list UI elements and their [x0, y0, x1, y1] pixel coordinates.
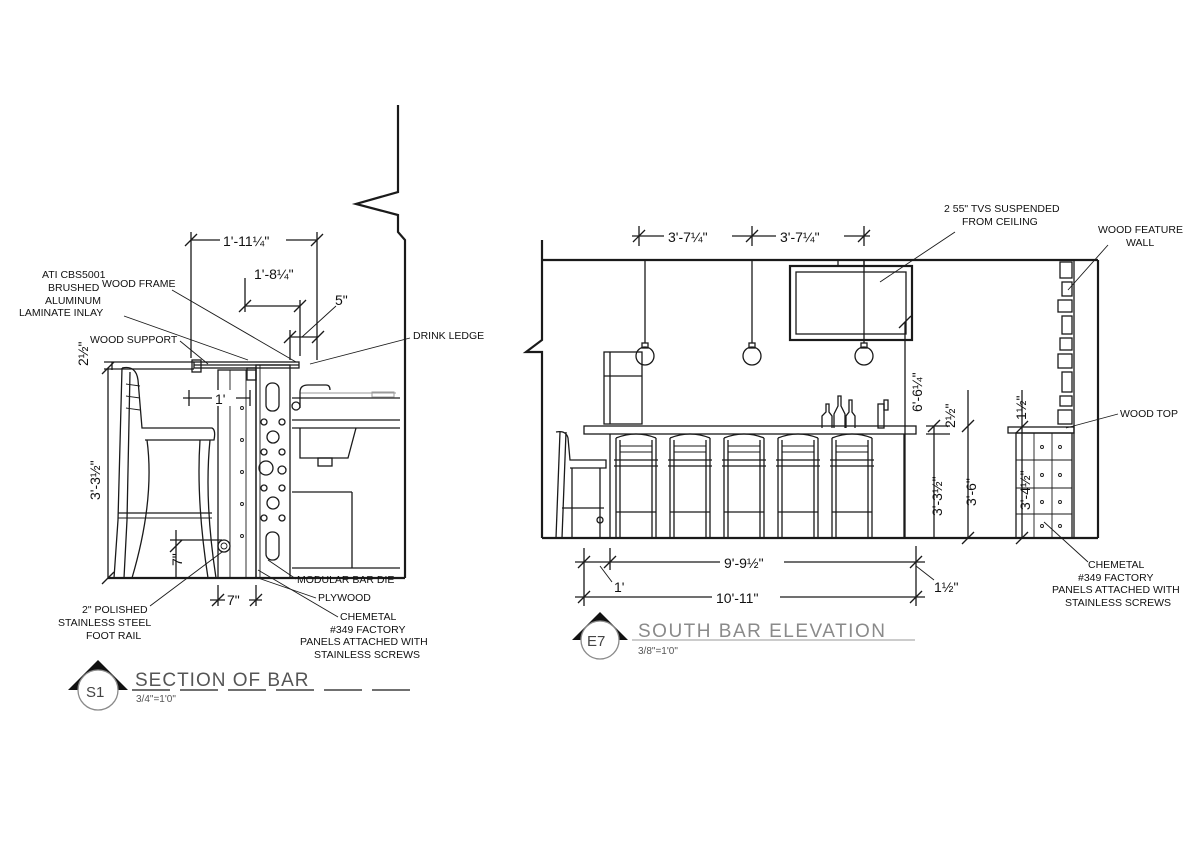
bottles: [821, 395, 889, 429]
left-wall-break: [522, 240, 544, 538]
label-wood-top: WOOD TOP: [1120, 408, 1178, 420]
elevation-dimensions: 3'-7¼" 3'-7¼" 6'-6¼" 2½" 3'-3½" 3'-6" 1½…: [575, 226, 1033, 606]
label-tvs-2: FROM CEILING: [962, 216, 1038, 228]
label-chemetal-4: STAINLESS SCREWS: [314, 649, 420, 661]
dim-height: 3'-3½": [87, 460, 103, 500]
elevation-marker: E7: [587, 633, 605, 650]
dim-top-thickness: 2½": [75, 342, 91, 366]
dim-total-length: 10'-11": [716, 590, 758, 606]
label-wall-2: WALL: [1126, 237, 1154, 249]
section-scale: 3/4"=1'0": [136, 694, 176, 705]
label-rail-1: 2" POLISHED: [82, 604, 148, 616]
dim-bar-length: 9'-9½": [724, 555, 764, 571]
bar-stool: [722, 433, 766, 538]
elevation-labels: 2 55" TVS SUSPENDED FROM CEILING WOOD FE…: [944, 203, 1183, 609]
dim-pendant-left: 3'-7¼": [668, 229, 708, 245]
dim-overhang: 1': [215, 391, 225, 407]
section-of-bar: 1'-11¼" 1'-8¼" 5" 1' 2½": [19, 105, 484, 711]
label-e-chemetal-2: #349 FACTORY: [1078, 572, 1153, 584]
label-chemetal-2: #349 FACTORY: [330, 624, 405, 636]
dim-counter-height: 3'-6": [963, 478, 979, 506]
dim-counter-body: 3'-4½": [1017, 470, 1033, 510]
label-inlay-1: ATI CBS5001: [42, 269, 106, 281]
back-counter: [291, 384, 400, 569]
label-inlay-3: ALUMINUM: [45, 295, 101, 307]
dim-bar-height: 3'-3½": [929, 476, 945, 516]
label-e-chemetal-4: STAINLESS SCREWS: [1065, 597, 1171, 609]
bar-stool: [668, 433, 712, 538]
dim-top-width: 1'-8¼": [254, 266, 294, 282]
elevation-stools: [614, 433, 874, 538]
bar-stool: [830, 433, 874, 538]
dim-return-right: 1½": [934, 579, 958, 595]
wall-break-line: [351, 105, 407, 578]
label-tvs-1: 2 55" TVS SUSPENDED: [944, 203, 1060, 215]
label-inlay-2: BRUSHED: [48, 282, 100, 294]
elevation-title-block: E7 SOUTH BAR ELEVATION 3/8"=1'0": [572, 612, 915, 660]
label-wood-frame: WOOD FRAME: [102, 278, 176, 290]
dim-ledge: 5": [335, 292, 348, 308]
label-rail-3: FOOT RAIL: [86, 630, 141, 642]
bar-stool-side: [113, 366, 217, 579]
tv-screen: [788, 260, 914, 342]
dim-bar-top-thickness: 2½": [942, 404, 958, 428]
right-counter: [1007, 426, 1075, 539]
label-bar-die: MODULAR BAR DIE: [297, 574, 394, 586]
bar-counter: [583, 425, 917, 538]
label-chemetal-3: PANELS ATTACHED WITH: [300, 636, 428, 648]
section-leaders: [123, 289, 411, 618]
label-wood-support: WOOD SUPPORT: [90, 334, 178, 346]
section-title: SECTION OF BAR: [135, 670, 309, 691]
section-marker: S1: [86, 684, 104, 701]
wood-feature-wall: [1057, 261, 1073, 425]
label-drink-ledge: DRINK LEDGE: [413, 330, 484, 342]
label-inlay-4: LAMINATE INLAY: [19, 307, 103, 319]
south-bar-elevation: 3'-7¼" 3'-7¼" 6'-6¼" 2½" 3'-3½" 3'-6" 1½…: [522, 203, 1183, 660]
label-chemetal-1: CHEMETAL: [340, 611, 397, 623]
elevation-title: SOUTH BAR ELEVATION: [638, 621, 886, 642]
dim-overall-width: 1'-11¼": [223, 233, 269, 249]
dim-rail-offset: 7": [227, 592, 240, 608]
section-title-block: S1 SECTION OF BAR 3/4"=1'0": [68, 660, 415, 711]
foot-rail: [217, 539, 231, 553]
label-e-chemetal-1: CHEMETAL: [1088, 559, 1145, 571]
bar-die: [217, 364, 291, 579]
bar-stool: [776, 433, 820, 538]
dim-rail-height: 7": [169, 553, 185, 566]
label-e-chemetal-3: PANELS ATTACHED WITH: [1052, 584, 1180, 596]
end-stool: [555, 430, 607, 539]
elevation-leaders: [879, 231, 1119, 563]
label-rail-2: STAINLESS STEEL: [58, 617, 151, 629]
pendant-lights: [635, 260, 874, 366]
dim-ceiling-height: 6'-6¼": [909, 372, 925, 412]
elevation-scale: 3/8"=1'0": [638, 646, 678, 657]
back-frame: [603, 351, 643, 425]
section-dimensions: 1'-11¼" 1'-8¼" 5" 1' 2½": [75, 230, 348, 608]
dim-pendant-right: 3'-7¼": [780, 229, 820, 245]
bar-stool: [614, 433, 658, 538]
dim-return-left: 1': [614, 579, 624, 595]
label-wall-1: WOOD FEATURE: [1098, 224, 1183, 236]
label-plywood: PLYWOOD: [318, 592, 371, 604]
section-labels: ATI CBS5001 BRUSHED ALUMINUM LAMINATE IN…: [19, 269, 484, 661]
dim-wood-top-thickness: 1½": [1013, 396, 1029, 420]
